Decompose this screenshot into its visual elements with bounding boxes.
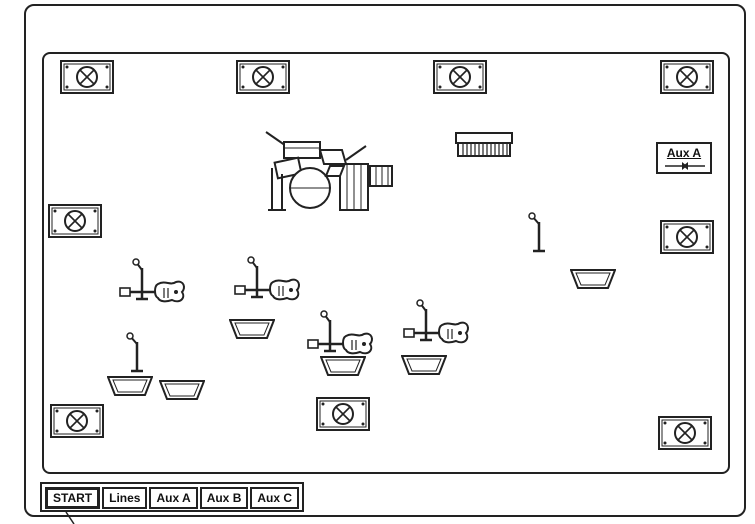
tab-aux-b[interactable]: Aux B bbox=[199, 487, 249, 509]
floor-monitor-wedge-icon[interactable] bbox=[319, 355, 367, 377]
microphone-stand-icon[interactable] bbox=[528, 212, 550, 254]
aux-a-input-box[interactable]: Aux A bbox=[656, 142, 712, 174]
bottom-toolbar: START Lines Aux A Aux B Aux C bbox=[40, 482, 305, 512]
electric-guitar-icon[interactable] bbox=[118, 258, 188, 308]
bidirectional-arrow-icon bbox=[665, 162, 705, 170]
app-window bbox=[24, 4, 746, 517]
speaker-cabinet-icon[interactable] bbox=[50, 404, 104, 438]
tab-lines[interactable]: Lines bbox=[102, 487, 148, 509]
speaker-cabinet-icon[interactable] bbox=[48, 204, 102, 238]
drum-kit-icon[interactable] bbox=[262, 128, 402, 214]
electric-guitar-icon[interactable] bbox=[306, 310, 376, 360]
speaker-cabinet-icon[interactable] bbox=[660, 220, 714, 254]
tab-aux-c[interactable]: Aux C bbox=[250, 487, 300, 509]
tab-start[interactable]: START bbox=[45, 487, 101, 509]
speaker-cabinet-icon[interactable] bbox=[433, 60, 487, 94]
floor-monitor-wedge-icon[interactable] bbox=[569, 268, 617, 290]
floor-monitor-wedge-icon[interactable] bbox=[158, 379, 206, 401]
aux-a-label: Aux A bbox=[666, 146, 702, 160]
floor-monitor-wedge-icon[interactable] bbox=[400, 354, 448, 376]
speaker-cabinet-icon[interactable] bbox=[316, 397, 370, 431]
electric-guitar-icon[interactable] bbox=[233, 256, 303, 306]
speaker-cabinet-icon[interactable] bbox=[60, 60, 114, 94]
electric-guitar-icon[interactable] bbox=[402, 299, 472, 349]
floor-monitor-wedge-icon[interactable] bbox=[228, 318, 276, 340]
speaker-cabinet-icon[interactable] bbox=[658, 416, 712, 450]
floor-monitor-wedge-icon[interactable] bbox=[106, 375, 154, 397]
speaker-cabinet-icon[interactable] bbox=[236, 60, 290, 94]
stage-area[interactable] bbox=[42, 52, 730, 474]
keyboard-icon[interactable] bbox=[455, 132, 513, 158]
microphone-stand-icon[interactable] bbox=[126, 332, 148, 374]
pointer-cursor-icon bbox=[65, 512, 75, 524]
speaker-cabinet-icon[interactable] bbox=[660, 60, 714, 94]
tab-aux-a[interactable]: Aux A bbox=[149, 487, 198, 509]
